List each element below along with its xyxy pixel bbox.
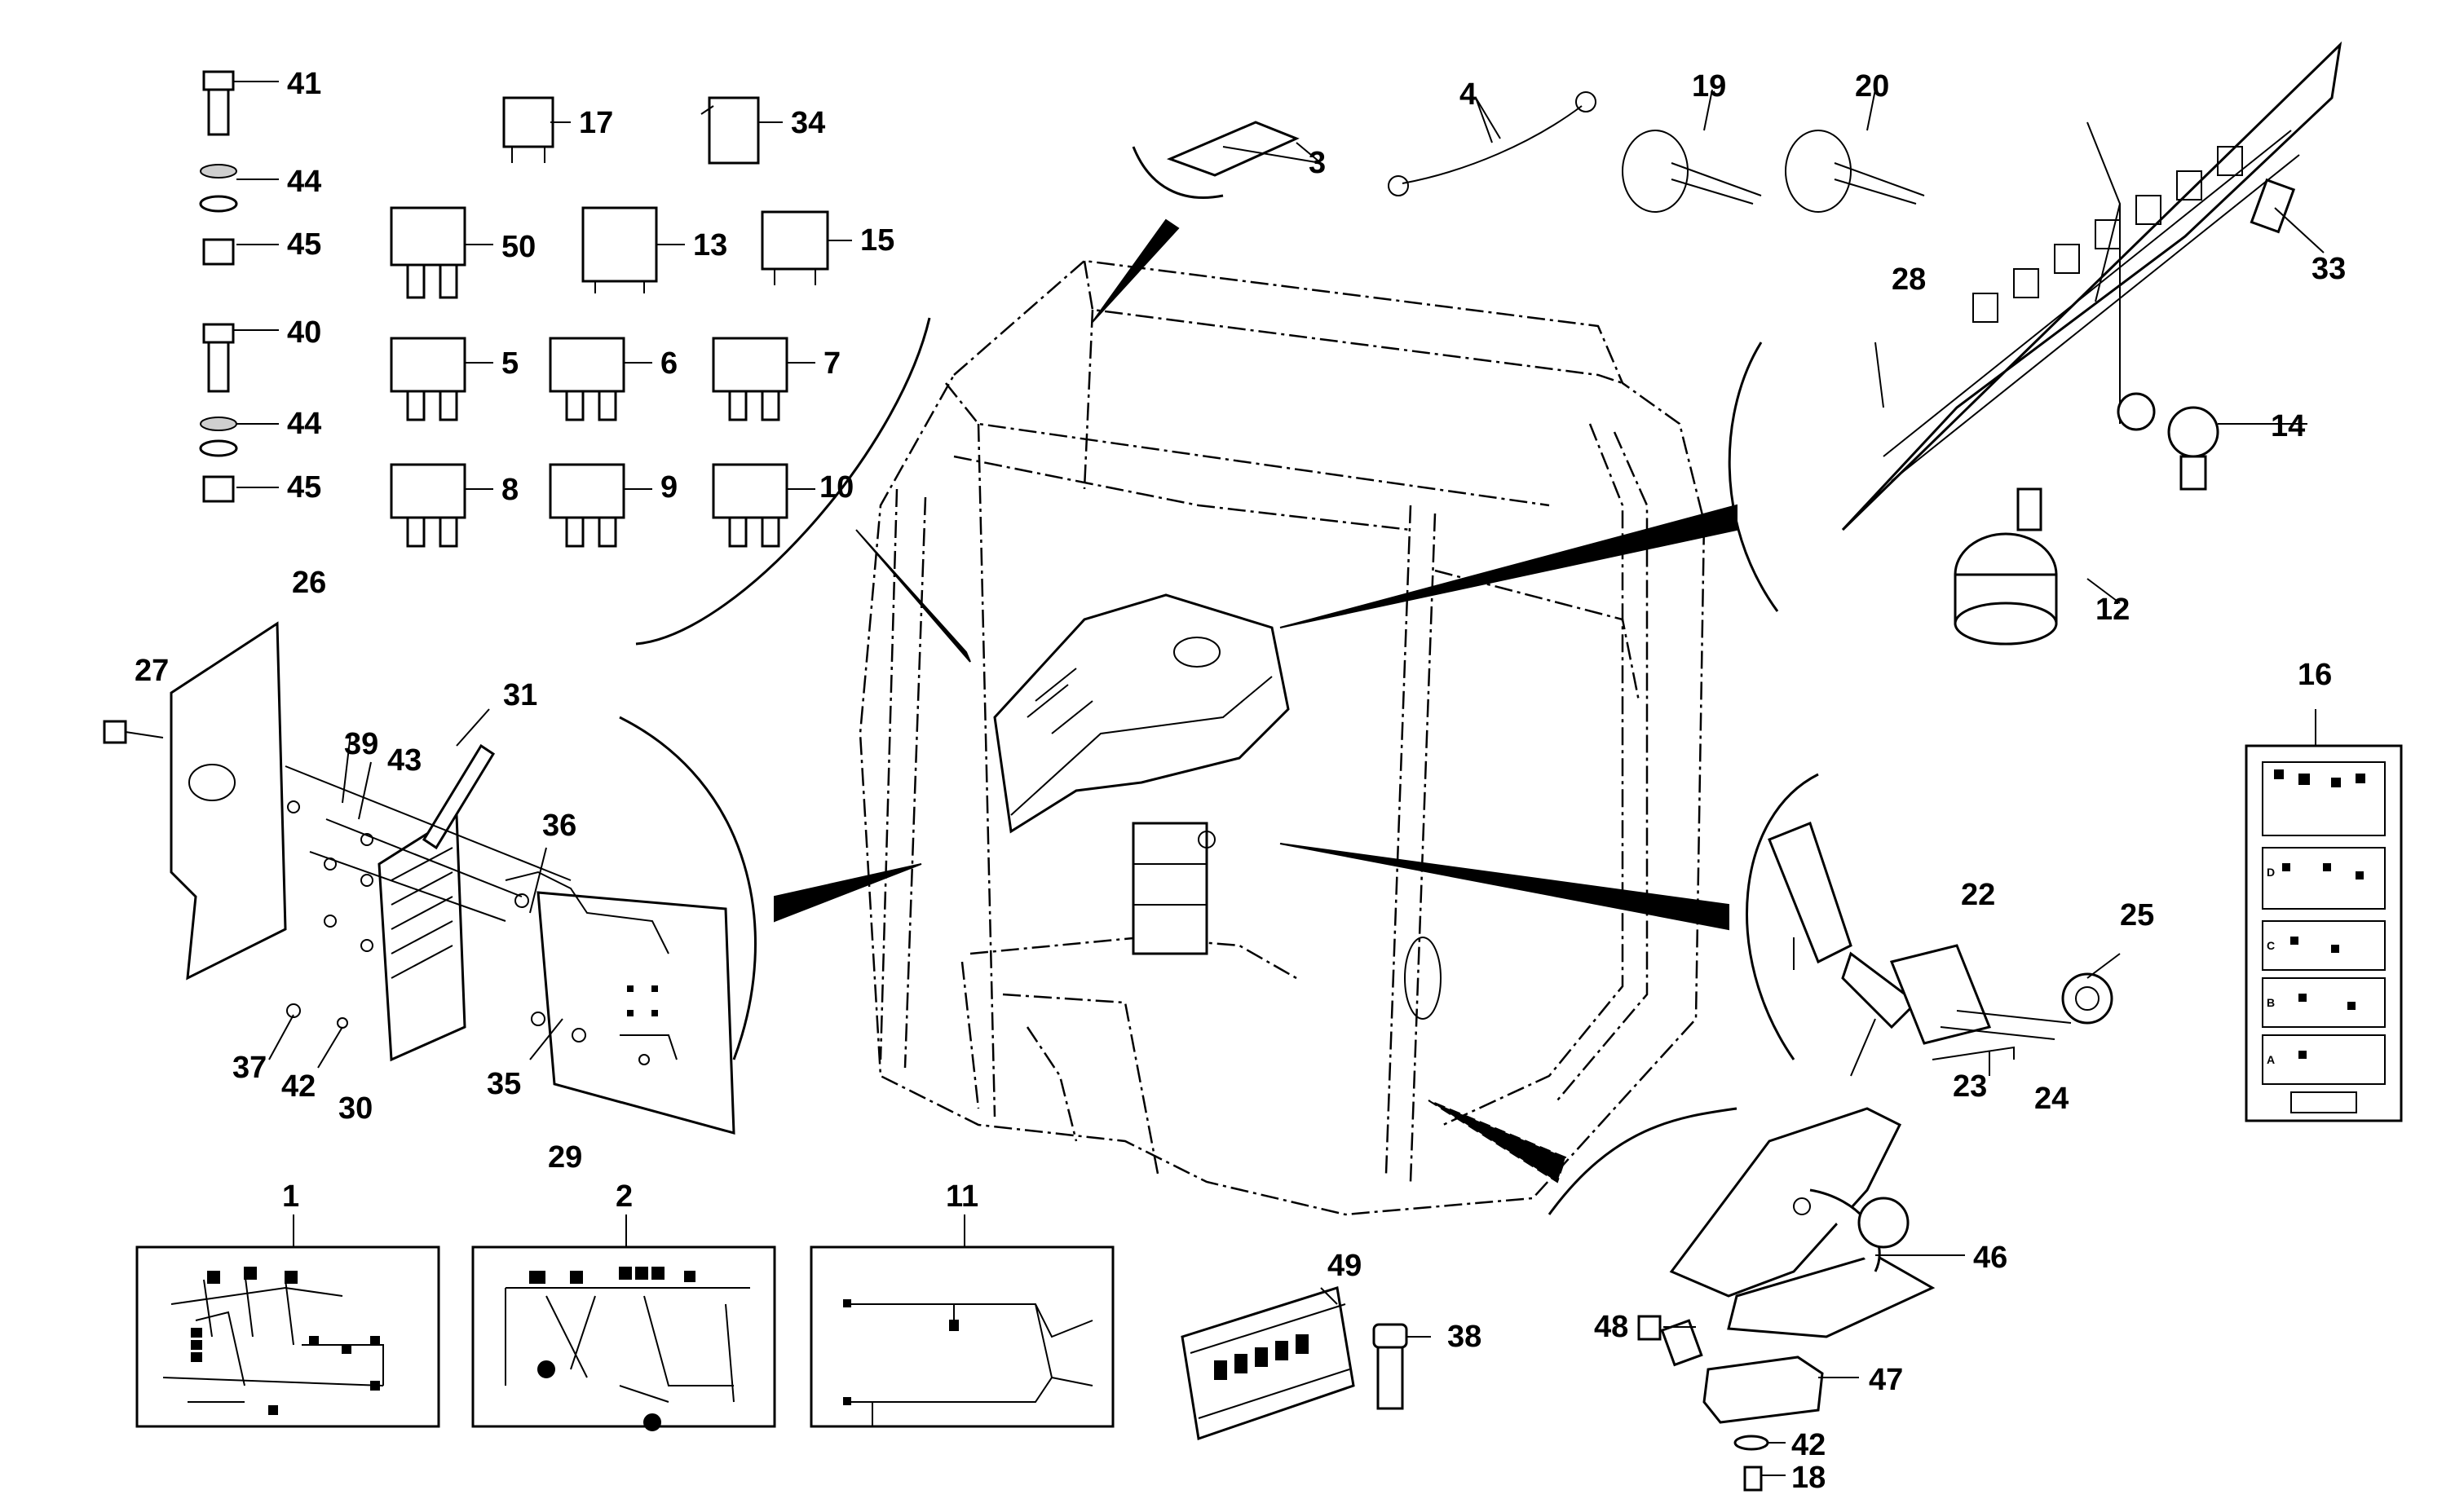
bolt-assembly-40: [199, 323, 238, 503]
fuse-row-label: D: [2267, 866, 2275, 879]
callout-26: 26: [292, 566, 326, 600]
fuse-6-icon: [549, 337, 652, 421]
operator-cab: [859, 259, 1706, 1216]
callout-10: 10: [819, 470, 854, 505]
fuse-8-icon: [390, 463, 493, 548]
screws-group: [268, 708, 586, 1069]
callout-18: 18: [1791, 1461, 1826, 1495]
bolt-38-icon: [1372, 1323, 1408, 1410]
callout-47: 47: [1869, 1363, 1903, 1397]
callout-25: 25: [2120, 898, 2154, 932]
screw-18-icon: [1743, 1466, 1763, 1492]
fuse-row-label: A: [2267, 1053, 2275, 1066]
callout-42: 42: [281, 1069, 316, 1104]
direction-lever-22: [1768, 822, 2113, 1060]
callout-15: 15: [860, 223, 894, 258]
harness-2-box: [471, 1245, 776, 1431]
callout-16: 16: [2298, 658, 2332, 692]
callout-20: 20: [1855, 69, 1889, 104]
fuse-50-icon: [390, 206, 493, 299]
fuse-10-icon: [712, 463, 815, 548]
relay-13-icon: [581, 206, 685, 293]
callout-48: 48: [1594, 1310, 1628, 1344]
fuse-row-label: C: [2267, 939, 2275, 952]
callout-6: 6: [660, 346, 678, 381]
callout-27: 27: [135, 654, 169, 688]
callout-4: 4: [1459, 77, 1477, 112]
callout-11: 11: [946, 1179, 978, 1214]
bolt-assembly-41: [199, 70, 238, 266]
relay-17-icon: [502, 96, 571, 163]
mount-plate-29: [505, 871, 735, 1135]
fuse-row-label: B: [2267, 996, 2275, 1009]
bracket-31: [422, 743, 496, 850]
callout-45: 45: [287, 470, 321, 505]
connector-48-icon: [1637, 1315, 1703, 1367]
callout-37: 37: [232, 1051, 267, 1085]
callout-14: 14: [2271, 409, 2305, 443]
callout-41: 41: [287, 67, 321, 101]
callout-49: 49: [1327, 1249, 1362, 1283]
callout-13: 13: [693, 228, 727, 262]
callout-wedges: [619, 146, 1819, 1215]
callout-29: 29: [548, 1140, 582, 1175]
relay-15-icon: [761, 210, 852, 285]
fuse-5-icon: [390, 337, 493, 421]
fuse-holder-30: [378, 813, 466, 1062]
callout-3: 3: [1309, 146, 1326, 180]
callout-31: 31: [503, 678, 537, 712]
callout-50: 50: [501, 230, 536, 264]
relay-34-icon: [700, 96, 783, 165]
callout-2: 2: [616, 1179, 633, 1214]
callout-40: 40: [287, 315, 321, 350]
callout-12: 12: [2095, 593, 2130, 627]
cover-26: [103, 621, 287, 981]
callout-5: 5: [501, 346, 519, 381]
callout-23: 23: [1953, 1069, 1987, 1104]
callout-8: 8: [501, 473, 519, 507]
accelerator-pedal-46: [1669, 1107, 1936, 1338]
callout-42: 42: [1791, 1428, 1826, 1462]
callout-38: 38: [1447, 1320, 1481, 1354]
fuse-label-16: D C B A: [2245, 744, 2403, 1122]
ecu-module-49-icon: [1181, 1286, 1355, 1440]
callout-22: 22: [1961, 878, 1995, 912]
harness-11-box: [810, 1245, 1115, 1428]
ignition-switch-12-icon: [1954, 487, 2058, 646]
callout-9: 9: [660, 470, 678, 505]
switch-knob-33-icon: [2250, 178, 2296, 234]
callout-36: 36: [542, 809, 576, 843]
callout-19: 19: [1692, 69, 1726, 104]
callout-1: 1: [282, 1179, 299, 1214]
callout-44: 44: [287, 407, 321, 441]
cable-tie-20-icon: [1785, 89, 1925, 213]
callout-45: 45: [287, 227, 321, 262]
washer-42-icon: [1733, 1435, 1769, 1451]
callout-7: 7: [823, 346, 841, 381]
harness-1-box: [135, 1245, 440, 1428]
callout-30: 30: [338, 1091, 373, 1126]
fuse-9-icon: [549, 463, 652, 548]
callout-35: 35: [487, 1067, 521, 1101]
socket-14-icon: [2117, 392, 2219, 491]
bracket-3-icon: [1166, 121, 1322, 177]
callout-44: 44: [287, 165, 321, 199]
callout-24: 24: [2034, 1082, 2069, 1116]
sensor-47-icon: [1702, 1356, 1824, 1424]
callout-39: 39: [344, 727, 378, 761]
callout-34: 34: [791, 106, 825, 140]
fuse-7-icon: [712, 337, 815, 421]
callout-46: 46: [1973, 1241, 2007, 1275]
ground-strap-4-icon: [1388, 91, 1596, 196]
cable-tie-19-icon: [1622, 89, 1762, 213]
callout-33: 33: [2311, 252, 2346, 286]
callout-17: 17: [579, 106, 613, 140]
callout-28: 28: [1892, 262, 1926, 297]
callout-43: 43: [387, 743, 422, 778]
